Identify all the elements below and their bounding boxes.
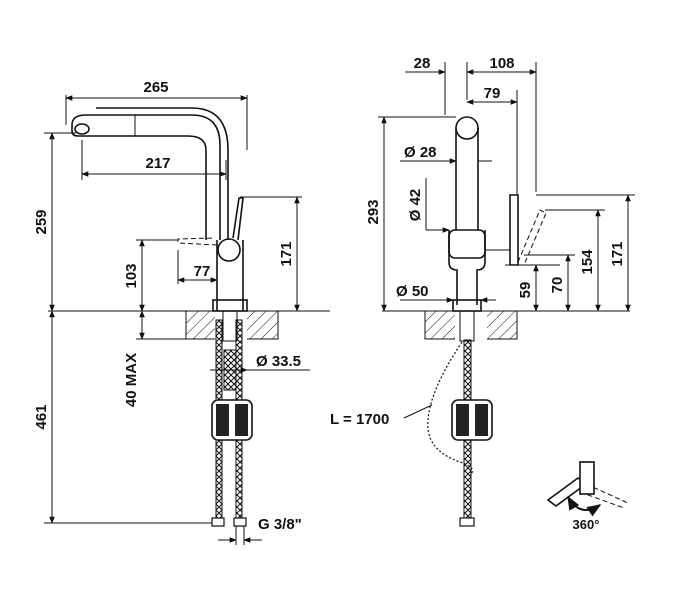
dim-base-diameter: Ø 50	[396, 283, 429, 300]
front-spout-top	[455, 116, 479, 140]
front-body	[448, 230, 486, 305]
dim-259: 259	[33, 209, 50, 234]
dim-hole-diameter: Ø 33.5	[256, 353, 301, 370]
side-view: 265 217 259 171 103 77 461 40 MAX Ø	[33, 79, 330, 545]
dim-thread: G 3/8"	[258, 516, 302, 533]
dim-spout-diameter: Ø 28	[404, 144, 437, 161]
dim-217: 217	[145, 155, 170, 172]
front-lever	[509, 194, 519, 266]
front-body-block	[448, 229, 486, 259]
side-body	[216, 240, 244, 311]
dim-body-diameter: Ø 42	[407, 189, 424, 222]
rotation-lever	[579, 461, 595, 495]
dim-28: 28	[414, 55, 431, 72]
rotation-icon: 360°	[546, 461, 629, 532]
side-connector-r	[235, 404, 248, 436]
dim-461: 461	[33, 404, 50, 429]
side-spray-head	[74, 123, 90, 135]
dim-hose-length: L = 1700	[330, 411, 389, 428]
dim-59: 59	[517, 282, 534, 299]
dim-154: 154	[579, 249, 596, 275]
dim-40-max: 40 MAX	[123, 353, 140, 407]
side-fitting-l	[211, 517, 225, 527]
rotation-label: 360°	[573, 517, 600, 532]
front-spout-column	[455, 128, 479, 230]
side-fitting-r	[233, 517, 247, 527]
dim-70: 70	[549, 277, 566, 294]
side-lever-hub	[217, 238, 241, 262]
side-spout	[71, 114, 221, 240]
dim-265: 265	[143, 79, 168, 96]
side-connector-l	[216, 404, 229, 436]
dim-108: 108	[489, 55, 514, 72]
dim-171-side: 171	[278, 241, 295, 266]
side-spout-outer	[96, 107, 229, 240]
side-lever	[232, 197, 244, 241]
side-lever-alt	[177, 237, 218, 246]
dim-77: 77	[194, 263, 211, 280]
dim-293: 293	[365, 199, 382, 224]
dim-103: 103	[123, 263, 140, 288]
front-view: 28 108 79 293 Ø 28 Ø 42 Ø 50 59 70 1	[330, 55, 635, 527]
front-lever-alt	[517, 209, 547, 266]
dim-79: 79	[484, 85, 501, 102]
dim-171-front: 171	[609, 241, 626, 266]
